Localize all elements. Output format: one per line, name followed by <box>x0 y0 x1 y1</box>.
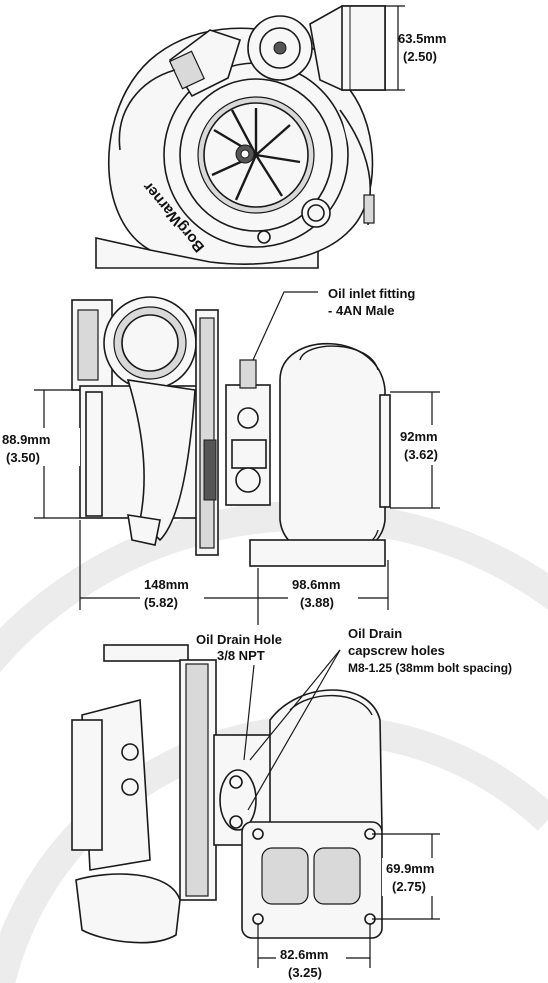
oil-inlet-label-2: - 4AN Male <box>328 303 394 318</box>
flange-w-in: (3.25) <box>288 965 322 980</box>
flange-width-dimension: 82.6mm (3.25) <box>257 924 371 982</box>
length1-mm: 148mm <box>144 577 189 592</box>
inlet-dim-mm: 63.5mm <box>398 31 446 46</box>
left-dimension: 88.9mm (3.50) <box>0 389 80 519</box>
top-view: BorgWarner 63.5mm (2.50) <box>95 5 446 269</box>
right-dim-mm: 92mm <box>400 429 438 444</box>
drain-hole-label-1: Oil Drain Hole <box>196 632 282 647</box>
inlet-dim-in: (2.50) <box>403 49 437 64</box>
flange-h-mm: 69.9mm <box>386 861 434 876</box>
left-dim-in: (3.50) <box>6 450 40 465</box>
flange-w-mm: 82.6mm <box>280 947 328 962</box>
inlet-dimension: 63.5mm (2.50) <box>385 5 446 91</box>
length-dimension: 148mm (5.82) 98.6mm (3.88) <box>79 520 389 625</box>
length2-in: (3.88) <box>300 595 334 610</box>
capscrew-label-2: capscrew holes <box>348 643 445 658</box>
side-view: Oil inlet fitting - 4AN Male 88.9mm (3.5… <box>0 286 458 625</box>
left-dim-mm: 88.9mm <box>2 432 50 447</box>
flange-height-dimension: 69.9mm (2.75) <box>372 833 444 920</box>
drain-hole-label-2: 3/8 NPT <box>217 648 265 663</box>
bottom-view: Oil Drain Hole 3/8 NPT Oil Drain capscre… <box>71 626 512 982</box>
right-dimension: 92mm (3.62) <box>390 391 458 509</box>
oil-inlet-label-1: Oil inlet fitting <box>328 286 415 301</box>
length1-in: (5.82) <box>144 595 178 610</box>
capscrew-label-3: M8-1.25 (38mm bolt spacing) <box>348 661 512 675</box>
capscrew-label-1: Oil Drain <box>348 626 402 641</box>
right-dim-in: (3.62) <box>404 447 438 462</box>
flange-h-in: (2.75) <box>392 879 426 894</box>
length2-mm: 98.6mm <box>292 577 340 592</box>
